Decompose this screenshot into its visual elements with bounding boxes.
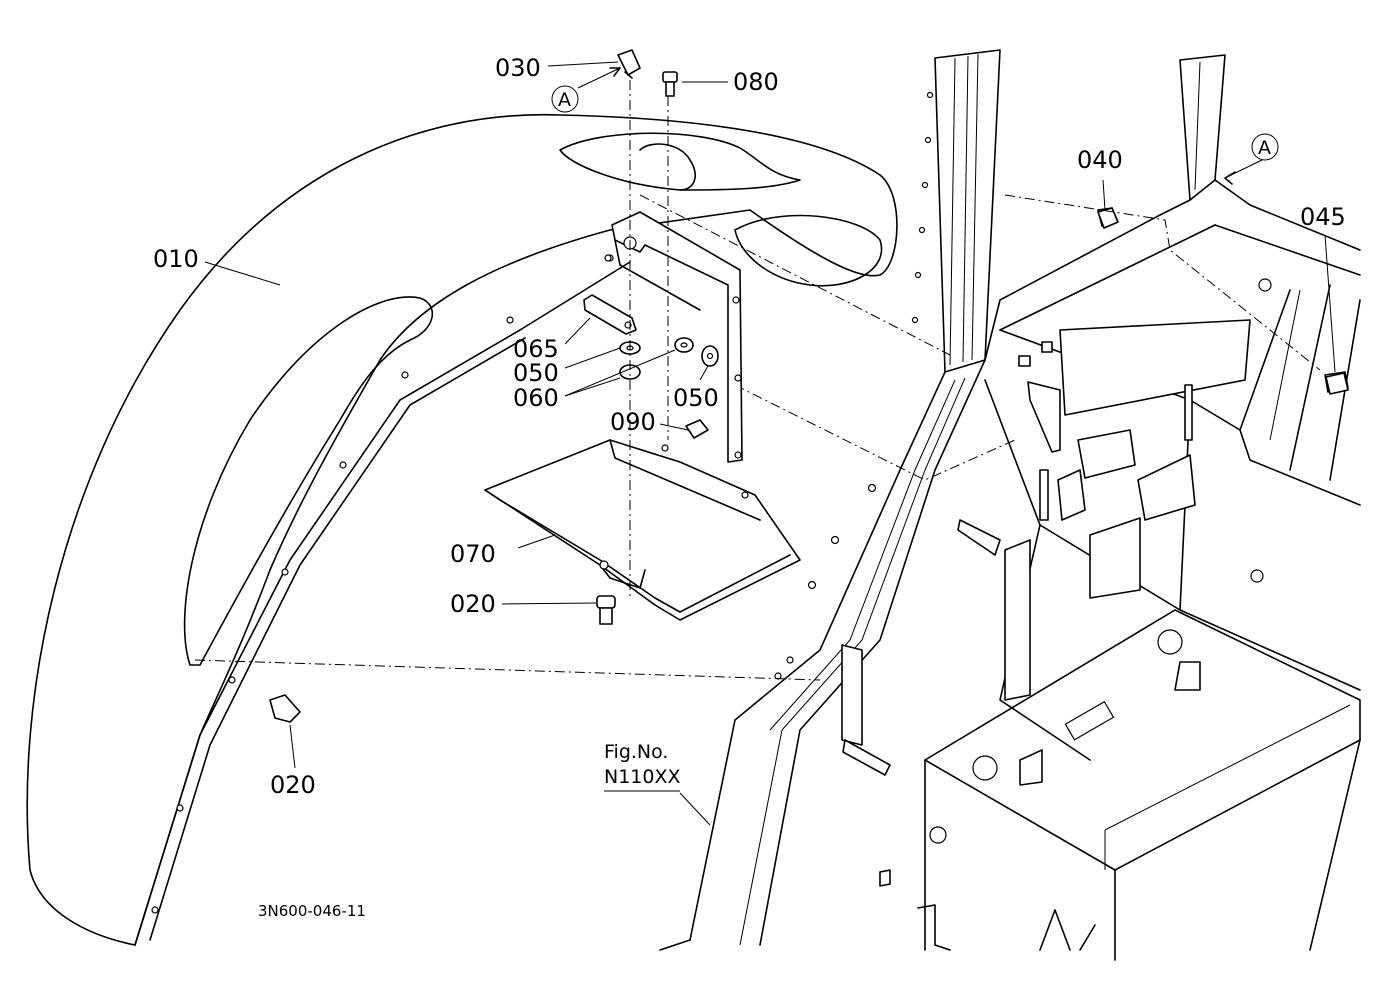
fender-010 bbox=[26, 113, 1016, 946]
figure-ref-label: Fig.No. bbox=[604, 741, 668, 763]
callout-030: 030 bbox=[495, 54, 541, 82]
center-lines bbox=[629, 80, 1321, 600]
marker-a-right-label: A bbox=[1258, 137, 1271, 159]
callout-010: 010 bbox=[153, 245, 199, 273]
marker-a-left-label: A bbox=[558, 89, 571, 111]
callout-020-lower: 020 bbox=[270, 771, 316, 799]
figure-reference: Fig.No. N110XX bbox=[604, 741, 681, 792]
callout-050-left: 050 bbox=[513, 359, 559, 387]
marker-a-left: A bbox=[551, 85, 579, 113]
callout-065: 065 bbox=[513, 335, 559, 363]
drawing-number: 3N600-046-11 bbox=[258, 902, 366, 920]
callout-090: 090 bbox=[610, 408, 656, 436]
callout-020-center: 020 bbox=[450, 590, 496, 618]
callout-070: 070 bbox=[450, 540, 496, 568]
hardware bbox=[269, 49, 1349, 723]
callout-080: 080 bbox=[733, 68, 779, 96]
callout-labels: 030 080 010 065 050 060 050 090 070 020 … bbox=[153, 54, 1346, 799]
tray-070 bbox=[484, 439, 801, 621]
figure-ref-number: N110XX bbox=[604, 766, 681, 788]
callout-045: 045 bbox=[1300, 203, 1346, 231]
callout-050-right: 050 bbox=[673, 384, 719, 412]
callout-040: 040 bbox=[1077, 146, 1123, 174]
callout-060: 060 bbox=[513, 384, 559, 412]
leader-lines bbox=[204, 61, 1336, 826]
marker-a-right: A bbox=[1251, 133, 1279, 161]
